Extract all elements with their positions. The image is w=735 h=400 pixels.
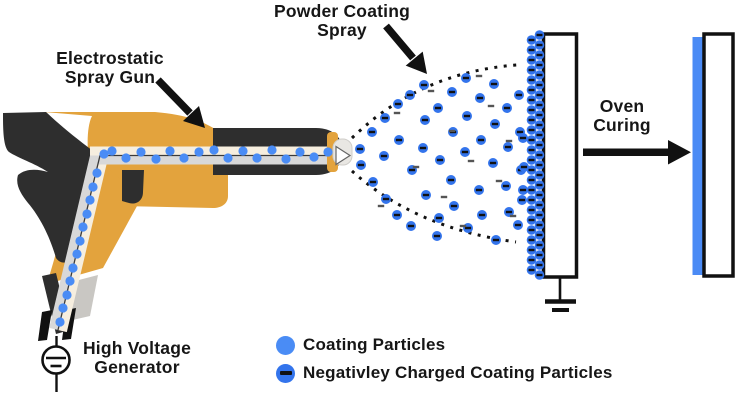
electrostatic-spray-gun-line1: Electrostatic [56, 48, 164, 68]
charged-particle-icon [276, 363, 295, 383]
electrostatic-spray-gun-line2: Spray Gun [64, 67, 156, 87]
gun-trigger [122, 170, 144, 204]
legend-item-coating-particles: Coating Particles [276, 331, 613, 359]
legend-label: Negativley Charged Coating Particles [303, 363, 613, 382]
powder-coating-spray-line2: Spray [317, 20, 367, 40]
cured-coating-stripe [692, 37, 703, 275]
spray-gun [3, 112, 353, 341]
tube-particles [55, 145, 333, 327]
spray-gun-arrow-icon [155, 77, 205, 128]
electrostatic-spray-gun-label: Electrostatic Spray Gun [56, 49, 164, 87]
spray-cone [350, 63, 529, 245]
powder-coating-spray-line1: Powder Coating [274, 1, 410, 21]
coating-particle-icon [276, 335, 295, 355]
oven-curing-label: Oven Curing [593, 97, 651, 135]
powder-tube-bottom [90, 155, 332, 165]
oven-curing-line1: Oven [599, 96, 645, 116]
target-panel-body [541, 32, 579, 279]
ground-symbol [545, 277, 576, 312]
label-arrows [155, 23, 427, 128]
oven-curing-line2: Curing [593, 115, 651, 135]
charged-spray-particles [355, 73, 529, 245]
powder-coating-spray-label: Powder Coating Spray [274, 2, 410, 40]
free-charge-marks [377, 74, 517, 228]
cured-panel-body [702, 32, 735, 278]
legend-item-charged-particles: Negativley Charged Coating Particles [276, 359, 613, 387]
legend-label: Coating Particles [303, 335, 446, 354]
gun-wire-prong-left [38, 310, 52, 341]
cone-boundary-bottom [350, 169, 517, 244]
oven-curing-arrow [583, 140, 691, 165]
deposited-particles [526, 30, 545, 280]
nozzle-arrowhead-icon [335, 145, 352, 166]
cured-panel [692, 32, 735, 278]
high-voltage-generator-line2: Generator [94, 357, 180, 377]
hv-source-circle [41, 345, 71, 375]
minus-icon [279, 371, 292, 375]
target-panel [526, 30, 579, 312]
high-voltage-generator-label: High Voltage Generator [83, 339, 191, 377]
hv-generator-symbol [41, 336, 71, 392]
powder-spray-arrow-icon [383, 23, 427, 74]
legend: Coating Particles Negativley Charged Coa… [276, 331, 613, 387]
high-voltage-generator-line1: High Voltage [82, 338, 192, 358]
